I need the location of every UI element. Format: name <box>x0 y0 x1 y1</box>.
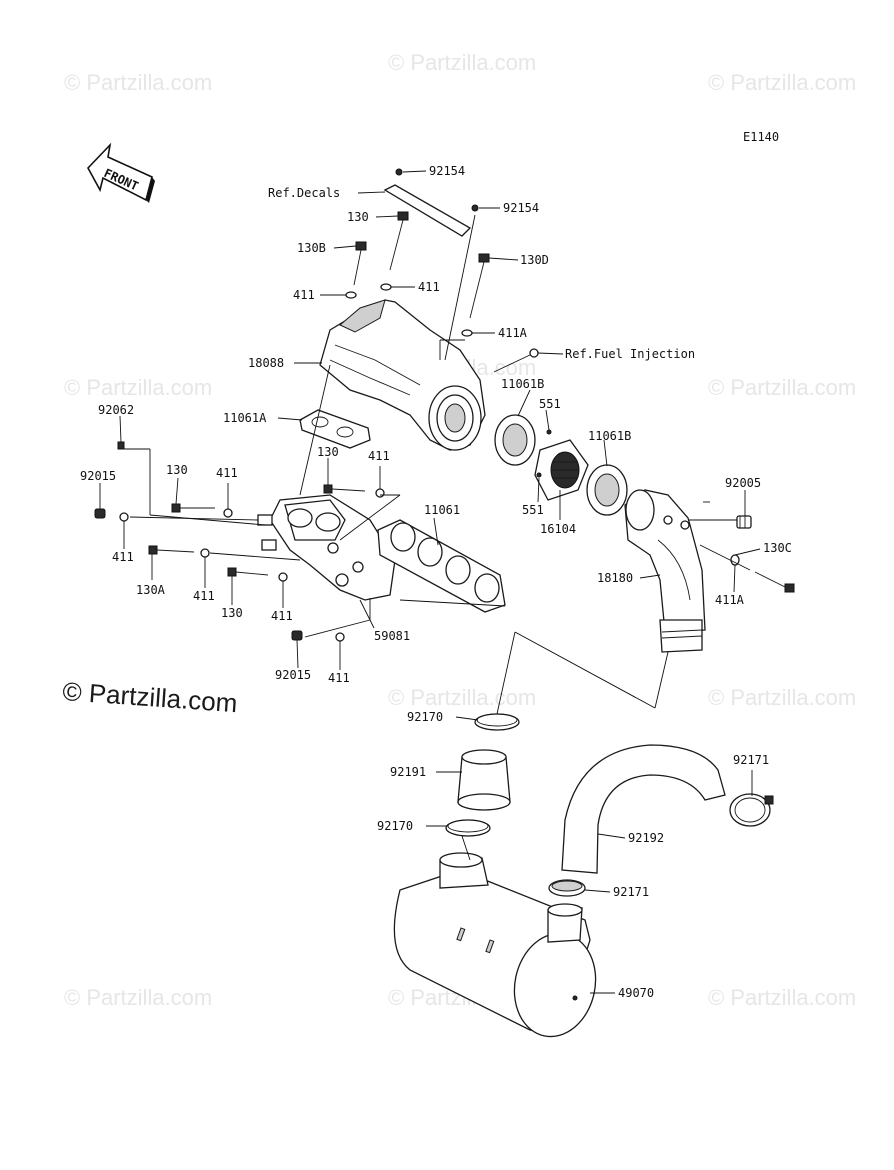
label-92015: 92015 <box>275 668 311 682</box>
label-ref-fuel-injection: Ref.Fuel Injection <box>565 347 695 361</box>
label-92062: 92062 <box>98 403 134 417</box>
pin-551 <box>546 429 552 435</box>
label-130: 130 <box>347 210 369 224</box>
label-411: 411 <box>271 609 293 623</box>
gasket-11061B <box>494 414 536 466</box>
label-130: 130 <box>317 445 339 459</box>
label-18180: 18180 <box>597 571 633 585</box>
label-59081: 59081 <box>374 629 410 643</box>
bolt-130D <box>469 253 490 319</box>
washer-411 <box>278 572 288 582</box>
watermark: © Partzilla.com <box>64 70 212 95</box>
screw-92154 <box>395 168 403 176</box>
bolt-130B <box>353 241 367 286</box>
stud-92062 <box>117 441 125 450</box>
label-92171: 92171 <box>733 753 769 767</box>
exhaust-manifold-59081 <box>257 494 396 601</box>
nut-92015 <box>94 508 106 519</box>
fitting-92005 <box>736 515 752 529</box>
label-18088: 18088 <box>248 356 284 370</box>
label-92015: 92015 <box>80 469 116 483</box>
label-130D: 130D <box>520 253 549 267</box>
label-130C: 130C <box>763 541 792 555</box>
washer-411 <box>380 283 392 291</box>
label-130B: 130B <box>297 241 326 255</box>
label-130A: 130A <box>136 583 166 597</box>
diagram-code: E1140 <box>743 130 779 144</box>
watermark: © Partzilla.com <box>388 50 536 75</box>
bolt-130C <box>754 571 795 593</box>
screw-92154 <box>471 204 479 212</box>
label-92192: 92192 <box>628 831 664 845</box>
exhaust-elbow-18180 <box>624 489 706 653</box>
label-49070: 49070 <box>618 986 654 1000</box>
washer-411 <box>345 291 357 299</box>
label-411: 411 <box>293 288 315 302</box>
label-11061B: 11061B <box>501 377 544 391</box>
clamp-92171 <box>548 879 586 897</box>
washer-411 <box>200 548 210 558</box>
clamp-92170 <box>474 713 520 731</box>
gasket-11061A <box>299 409 371 449</box>
label-551: 551 <box>539 397 561 411</box>
bolt-130 <box>171 503 215 513</box>
label-ref-decals: Ref.Decals <box>268 186 340 200</box>
brand-watermark: © Partzilla.com <box>62 676 239 718</box>
washer-411 <box>335 632 345 642</box>
label-11061A: 11061A <box>223 411 267 425</box>
clamp-92171 <box>729 793 774 827</box>
watermark: © Partzilla.com <box>708 375 856 400</box>
sleeve-92191 <box>457 749 511 811</box>
label-411: 411 <box>368 449 390 463</box>
watermark: © Partzilla.com <box>708 70 856 95</box>
label-130: 130 <box>221 606 243 620</box>
label-92171: 92171 <box>613 885 649 899</box>
label-92154: 92154 <box>429 164 465 178</box>
bolt-130 <box>323 484 366 494</box>
label-92191: 92191 <box>390 765 426 779</box>
label-130: 130 <box>166 463 188 477</box>
gasket-11061 <box>377 519 506 613</box>
label-92005: 92005 <box>725 476 761 490</box>
front-arrow-icon: FRONT <box>87 142 155 203</box>
washer-411 <box>223 508 233 518</box>
label-551: 551 <box>522 503 544 517</box>
nut-92015 <box>291 630 303 641</box>
hose-92192 <box>561 744 726 874</box>
label-92170: 92170 <box>377 819 413 833</box>
decal-strip <box>383 184 472 237</box>
label-411: 411 <box>112 550 134 564</box>
leader-lines <box>99 170 761 994</box>
label-11061B: 11061B <box>588 429 631 443</box>
label-411: 411 <box>418 280 440 294</box>
label-16104: 16104 <box>540 522 576 536</box>
bolt-130A <box>148 545 195 555</box>
label-411: 411 <box>328 671 350 685</box>
label-92154: 92154 <box>503 201 539 215</box>
label-11061: 11061 <box>424 503 460 517</box>
watermark: © Partzilla.com <box>64 985 212 1010</box>
spacer-16104 <box>534 439 589 501</box>
watermark: © Partzilla.com <box>708 685 856 710</box>
label-411: 411 <box>216 466 238 480</box>
label-411A: 411A <box>498 326 528 340</box>
bolt-130 <box>227 567 269 577</box>
watermark: © Partzilla.com <box>388 685 536 710</box>
washer-411 <box>375 488 385 498</box>
washer-411A <box>461 329 473 337</box>
exhaust-manifold-18088 <box>319 299 486 451</box>
bolt-130 <box>389 211 409 271</box>
watermark: © Partzilla.com <box>708 985 856 1010</box>
part-labels: 92154 Ref.Decals 92154 130 130B 130D 411… <box>80 164 792 1000</box>
clamp-92170 <box>445 819 491 837</box>
pin-551 <box>536 472 542 478</box>
washer-411 <box>119 512 129 522</box>
label-411: 411 <box>193 589 215 603</box>
label-92170: 92170 <box>407 710 443 724</box>
muffler-49070 <box>393 852 597 1038</box>
gasket-11061B <box>586 464 628 516</box>
watermark: © Partzilla.com <box>64 375 212 400</box>
label-411A: 411A <box>715 593 745 607</box>
